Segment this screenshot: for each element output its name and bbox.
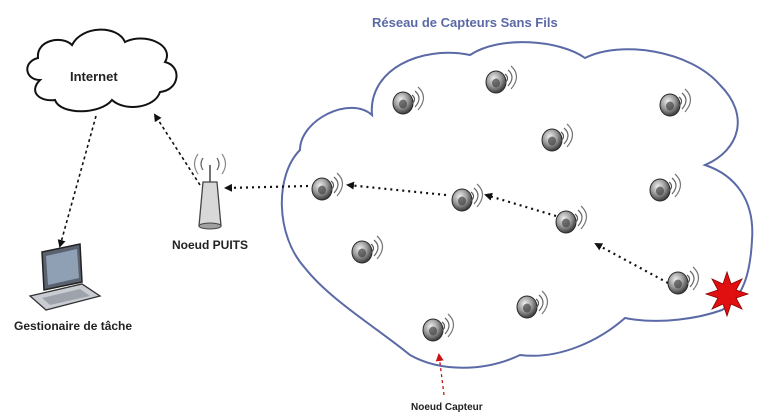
link-internet-manager — [57, 115, 97, 248]
hop-arrow — [224, 183, 309, 192]
wireless-sensor-icon — [451, 183, 484, 212]
wireless-sensor-icon — [392, 86, 425, 115]
routing-path — [224, 181, 669, 284]
link-sink-internet — [153, 113, 201, 186]
wireless-sensor-icon — [516, 290, 549, 319]
wireless-sensor-icon — [422, 313, 455, 342]
network-title: Réseau de Capteurs Sans Fils — [372, 15, 558, 30]
internet-label: Internet — [70, 69, 118, 84]
wireless-sensor-icon — [667, 266, 700, 295]
sensor-pointer-arrow — [435, 353, 445, 396]
wireless-sensor-icon — [351, 235, 384, 264]
network-cloud-outline — [280, 41, 754, 369]
wireless-sensor-icon — [311, 172, 344, 201]
antenna-sink-icon — [193, 153, 227, 230]
internet-cloud-icon — [26, 28, 178, 113]
wireless-sensor-icon — [649, 173, 682, 202]
hop-arrow — [346, 181, 447, 197]
sensor-node-label: Noeud Capteur — [411, 402, 483, 413]
wireless-sensor-icon — [659, 88, 692, 117]
sink-label: Noeud PUITS — [172, 238, 248, 252]
laptop-icon — [28, 243, 102, 311]
hop-arrow — [484, 192, 557, 218]
hop-arrow — [594, 243, 669, 284]
task-manager-label: Gestionaire de tâche — [14, 319, 132, 333]
wireless-sensor-icon — [485, 65, 518, 94]
wireless-sensor-icon — [541, 123, 574, 152]
sensor-nodes — [311, 65, 700, 342]
red-star-event-icon — [704, 270, 750, 318]
wireless-sensor-icon — [555, 205, 588, 234]
